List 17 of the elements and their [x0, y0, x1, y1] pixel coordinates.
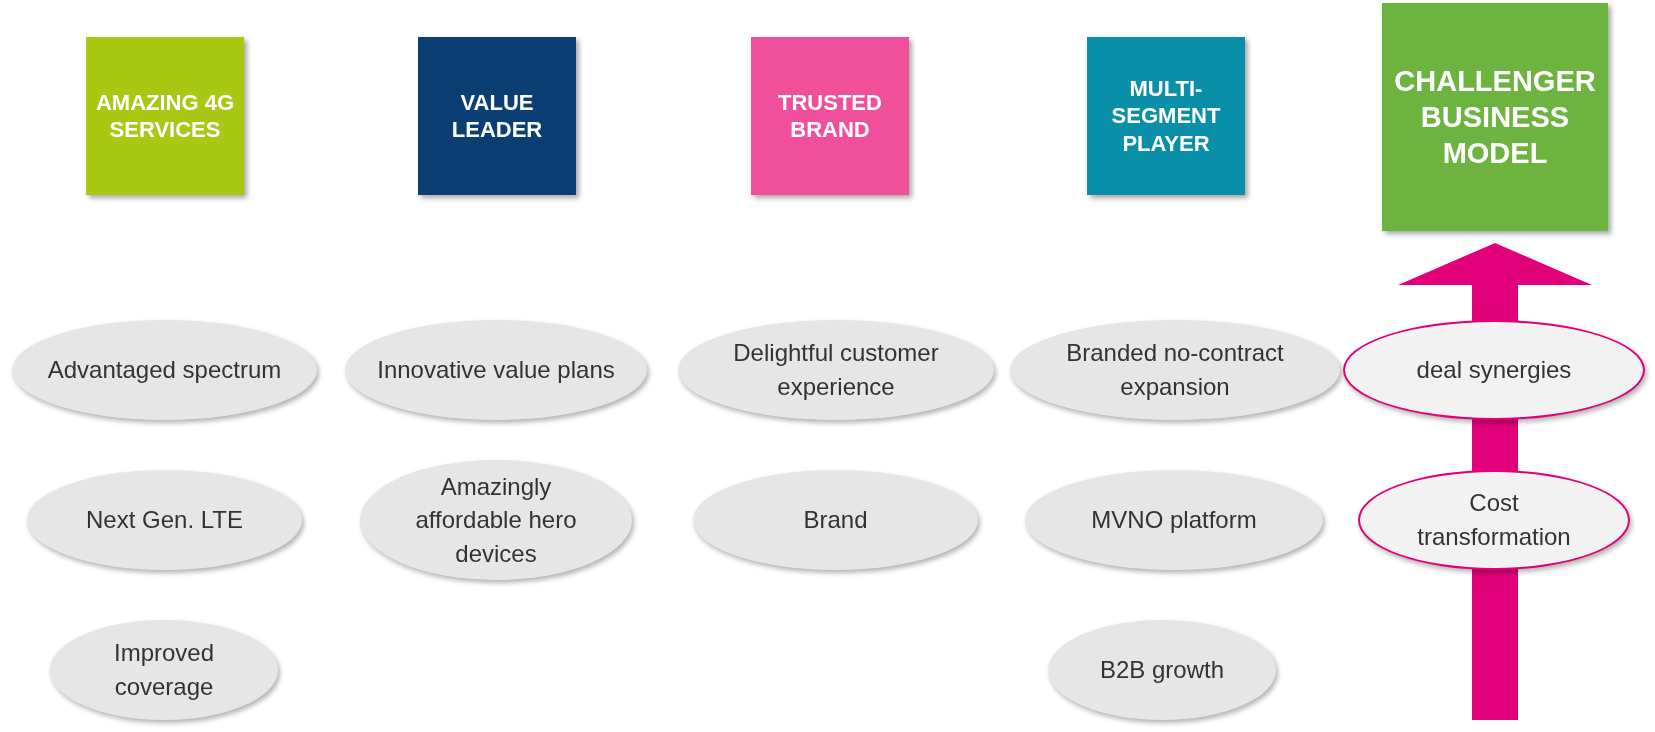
initiative-ellipse: Next Gen. LTE — [27, 470, 302, 570]
category-box: CHALLENGER BUSINESS MODEL — [1382, 3, 1608, 231]
initiative-ellipse: Improved coverage — [50, 620, 278, 720]
initiative-ellipse: MVNO platform — [1025, 470, 1323, 570]
initiative-ellipse: Advantaged spectrum — [12, 320, 317, 420]
initiative-ellipse: Delightful customer experience — [678, 320, 994, 420]
category-box: MULTI-SEGMENT PLAYER — [1087, 37, 1245, 195]
initiative-ellipse: Innovative value plans — [345, 320, 647, 420]
category-box: TRUSTED BRAND — [751, 37, 909, 195]
initiative-ellipse: B2B growth — [1048, 620, 1276, 720]
initiative-ellipse: Branded no-contract expansion — [1010, 320, 1340, 420]
initiative-ellipse: Brand — [693, 470, 978, 570]
category-box: VALUE LEADER — [418, 37, 576, 195]
category-box: AMAZING 4G SERVICES — [86, 37, 244, 195]
initiative-ellipse: Amazingly affordable hero devices — [360, 460, 632, 580]
initiative-ellipse: Cost transformation — [1358, 470, 1630, 570]
initiative-ellipse: deal synergies — [1343, 320, 1645, 420]
